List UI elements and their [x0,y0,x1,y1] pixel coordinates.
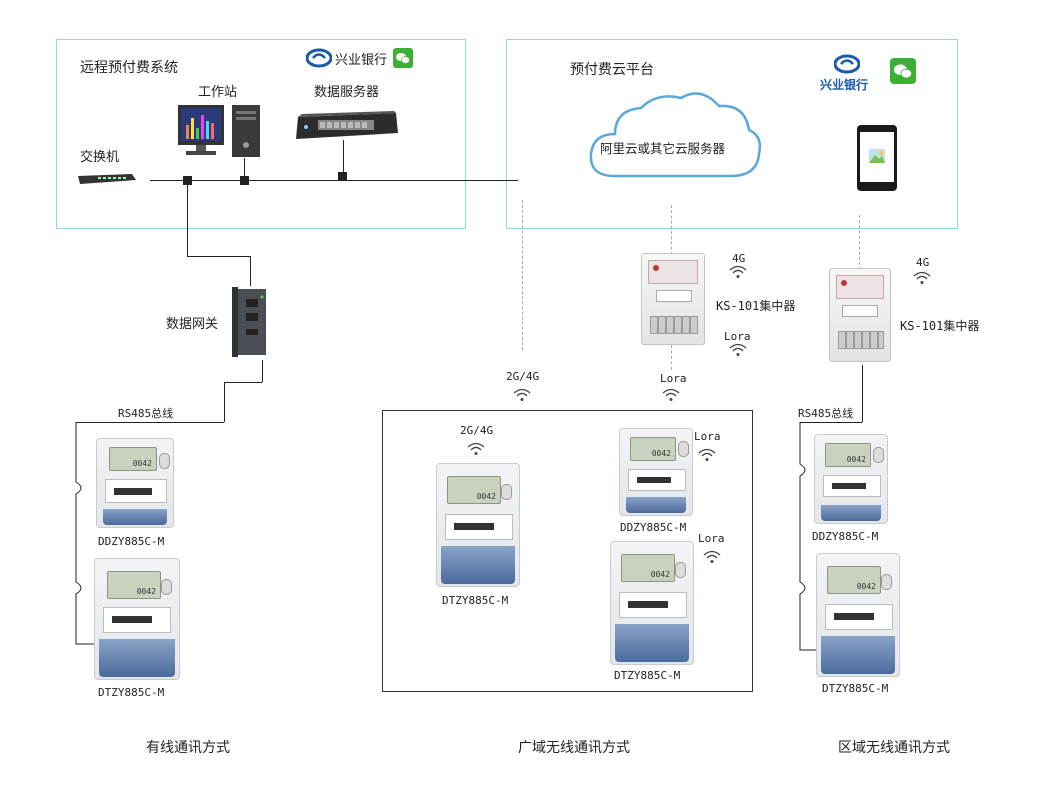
bank-logo-icon-right [834,54,860,74]
gateway-down-h [224,382,262,383]
cloud-icon [585,88,765,184]
meter-display: 0042 [476,492,496,501]
wan-signal-left-label: 2G/4G [506,370,540,383]
meter-center-bottom-signal: Lora [698,532,725,545]
meter-right-bottom-label: DTZY885C-M [822,682,889,695]
conc-right-down [862,365,863,422]
uplink-center-lora [671,345,672,370]
meter-center-left: 0042 [436,463,520,587]
section-title-wired: 有线通讯方式 [146,740,230,756]
gateway-down-v2 [224,382,225,422]
data-gateway-icon [232,285,272,359]
meter-display: 0042 [856,582,876,591]
workstation-icon [178,103,264,161]
meter-left-bottom: 0042 [94,558,180,680]
backbone-node-2 [240,176,249,185]
wan-meter-group [382,410,753,692]
section-title-wan-wireless: 广域无线通讯方式 [518,740,630,756]
meter-left-bottom-label: DTZY885C-M [98,686,165,699]
meter-display: 0042 [846,455,866,464]
backbone-node-3 [338,172,347,181]
cloud-label: 阿里云或其它云服务器 [600,141,726,156]
concentrator-center [641,253,705,345]
rs485-right-label: RS485总线 [798,407,854,420]
remote-prepaid-title: 远程预付费系统 [80,60,178,76]
meter-center-bottom-signal-icon [702,550,722,564]
conc-right-4g-icon [912,271,932,285]
meter-left-top: 0042 [96,438,174,528]
conc-right-4g-label: 4G [916,256,930,269]
wechat-icon-right [890,58,916,84]
data-server-icon [294,111,400,141]
switch-label: 交换机 [80,150,120,165]
meter-display: 0042 [132,459,152,468]
uplink-center-conc [671,205,672,255]
cloud-platform-title: 预付费云平台 [570,62,654,78]
bank-name-right: 兴业银行 [820,78,869,92]
meter-center-left-signal-icon [466,442,486,456]
conc-center-lora-icon [728,343,748,357]
section-title-local-wireless: 区域无线通讯方式 [838,740,950,756]
meter-display: 0042 [650,570,670,579]
meter-center-left-signal: 2G/4G [460,424,494,437]
conc-center-4g-label: 4G [732,252,746,265]
meter-center-top-label: DDZY885C-M [620,521,687,534]
meter-center-top: 0042 [619,428,693,516]
gateway-down [262,360,263,382]
rs485-left-label: RS485总线 [118,407,174,420]
bank-name-left: 兴业银行 [335,53,388,68]
gateway-label: 数据网关 [166,317,219,332]
conc-center-label: KS-101集中器 [716,299,796,313]
wan-signal-right-icon [661,388,681,402]
remote-prepaid-panel [56,39,466,229]
meter-right-top: 0042 [814,434,888,524]
switch-icon [78,172,136,186]
network-backbone-line [150,180,518,181]
gateway-uplink-v [250,256,251,286]
conc-center-4g-icon [728,265,748,279]
meter-center-bottom-label: DTZY885C-M [614,669,681,682]
meter-center-top-signal: Lora [694,430,721,443]
rs485-right-top [800,422,862,423]
gateway-uplink-h [187,256,250,257]
workstation-link [244,158,245,180]
meter-display: 0042 [651,449,671,458]
conc-right-label: KS-101集中器 [900,319,980,333]
rs485-left-bus [70,422,100,656]
server-link [343,140,344,180]
smartphone-icon [857,125,897,191]
wan-signal-left-icon [512,388,532,402]
meter-center-bottom: 0042 [610,541,694,665]
data-server-label: 数据服务器 [314,85,380,100]
wan-signal-right-label: Lora [660,372,687,385]
bank-logo-icon [306,48,332,68]
gateway-uplink [187,180,188,256]
uplink-wan [522,200,523,350]
meter-center-top-signal-icon [697,448,717,462]
workstation-label: 工作站 [198,85,238,100]
wechat-icon [393,48,413,68]
meter-right-top-label: DDZY885C-M [812,530,879,543]
meter-left-top-label: DDZY885C-M [98,535,165,548]
conc-center-lora-label: Lora [724,330,751,343]
meter-center-left-label: DTZY885C-M [442,594,509,607]
meter-display: 0042 [136,587,156,596]
rs485-left-top [76,422,224,423]
concentrator-right [829,268,891,362]
rs485-right-bus [794,422,824,656]
uplink-right-conc [859,215,860,270]
meter-right-bottom: 0042 [816,553,900,677]
